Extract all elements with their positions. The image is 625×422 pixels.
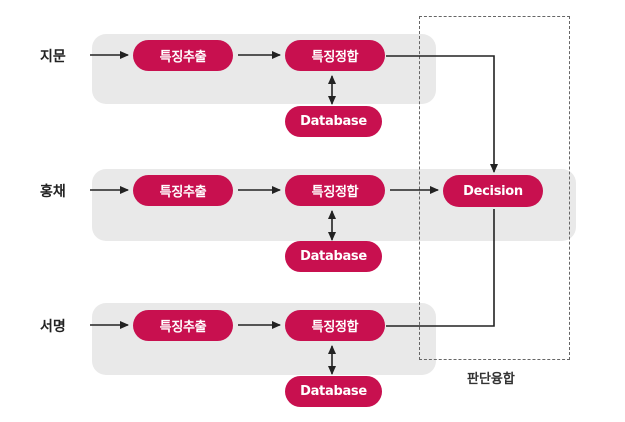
- database-node-1: Database: [285, 106, 382, 137]
- fusion-caption: 판단융합: [467, 372, 515, 387]
- row-label-fingerprint: 지문: [40, 49, 66, 65]
- arrow-match-to-decision-1: [386, 55, 498, 173]
- decision-node: Decision: [443, 175, 543, 207]
- database-node-2: Database: [285, 241, 382, 272]
- feature-matching-node-1: 특징정합: [285, 40, 385, 71]
- feature-extraction-node-1: 특징추출: [133, 40, 233, 71]
- feature-matching-node-3: 특징정합: [285, 310, 385, 341]
- feature-matching-node-2: 특징정합: [285, 175, 385, 206]
- feature-extraction-node-3: 특징추출: [133, 310, 233, 341]
- row-label-iris: 홍채: [40, 184, 66, 200]
- line-match-to-decision-3: [386, 209, 495, 327]
- database-node-3: Database: [285, 376, 382, 407]
- feature-extraction-node-2: 특징추출: [133, 175, 233, 206]
- fusion-region: [419, 16, 570, 360]
- row-label-signature: 서명: [40, 319, 66, 335]
